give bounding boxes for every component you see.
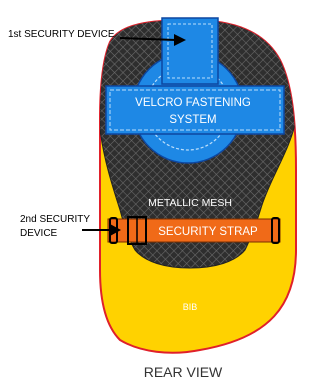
second-security-device-label-line1: 2nd SECURITY [20,214,90,225]
security-strap-label: SECURITY STRAP [158,226,258,238]
bib-label: BIB [183,302,198,312]
first-security-device [161,17,219,85]
first-security-device-block [161,17,219,85]
first-device-arrow [119,34,186,46]
velcro-band [105,85,285,135]
velcro-label-line2: SYSTEM [169,114,216,126]
first-security-device-inner [167,23,213,79]
velcro-label-line1: VELCRO FASTENING [135,97,251,109]
metallic-mesh-label: METALLIC MESH [148,197,232,209]
strap-buckle-right [271,217,280,244]
security-strap: SECURITY STRAP [107,216,281,245]
second-security-device-label-line2: DEVICE [20,228,58,239]
rear-view-caption: REAR VIEW [144,364,223,380]
velcro-band-stitching [109,89,281,131]
second-device-arrow [82,224,121,236]
first-security-device-label: 1st SECURITY DEVICE [8,29,115,40]
